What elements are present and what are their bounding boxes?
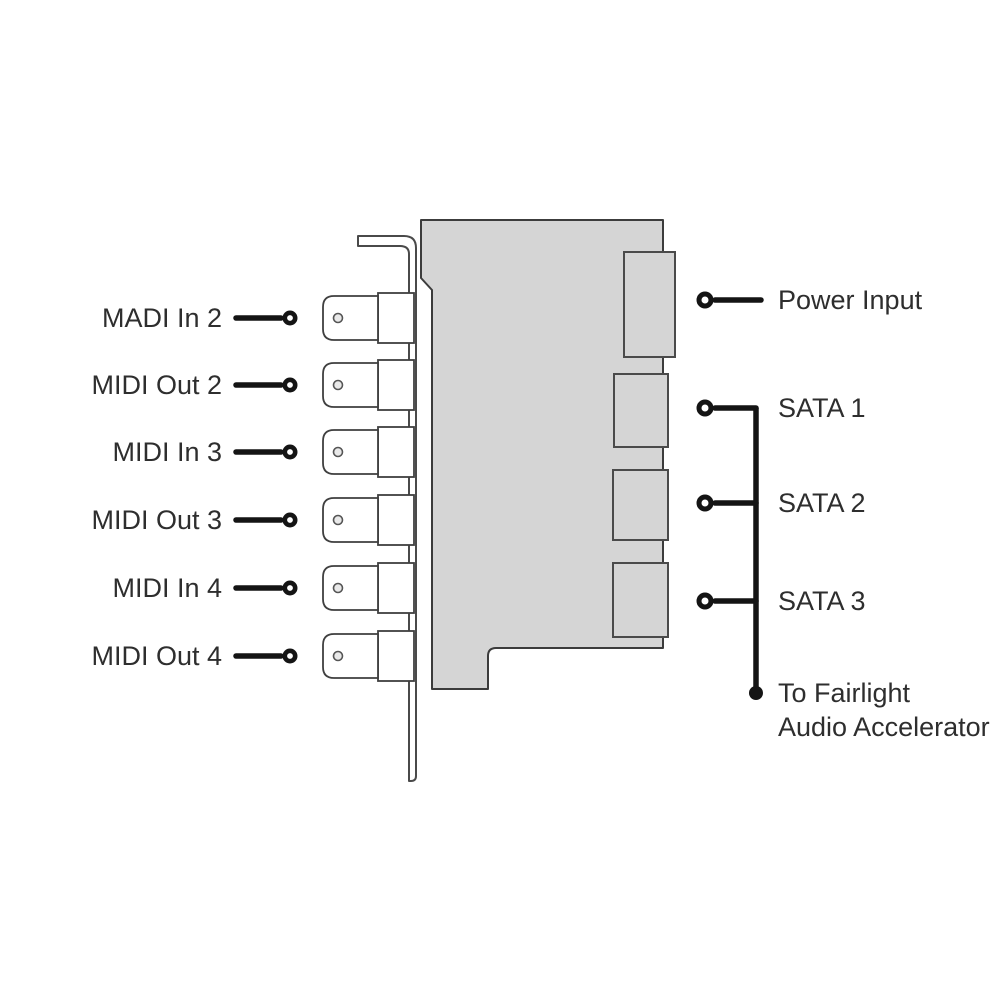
label-midi-out-2: MIDI Out 2: [91, 370, 222, 400]
bus-end-dot-icon: [749, 686, 763, 700]
callout-ring-icon: [696, 592, 714, 610]
sata-port-3: [612, 562, 669, 638]
bnc-connector-5: [322, 562, 415, 614]
label-midi-in-3: MIDI In 3: [112, 437, 222, 467]
bnc-connector-6: [322, 630, 415, 682]
callout-ring-icon: [282, 377, 298, 393]
right-labels: Power Input SATA 1 SATA 2 SATA 3 To Fair…: [778, 285, 990, 742]
bnc-pin-icon: [332, 650, 344, 662]
pcie-card-body: [420, 219, 664, 690]
bnc-connector-1: [322, 292, 415, 344]
callout-ring-icon: [282, 310, 298, 326]
label-fairlight-line2: Audio Accelerator: [778, 712, 990, 742]
callout-ring-icon: [696, 494, 714, 512]
label-midi-in-4: MIDI In 4: [112, 573, 222, 603]
label-midi-out-3: MIDI Out 3: [91, 505, 222, 535]
label-sata-1: SATA 1: [778, 393, 866, 423]
callout-ring-icon: [282, 648, 298, 664]
label-madi-in-2: MADI In 2: [102, 303, 222, 333]
power-port: [623, 251, 676, 358]
bnc-pin-icon: [332, 514, 344, 526]
callout-ring-icon: [282, 444, 298, 460]
left-labels: MADI In 2 MIDI Out 2 MIDI In 3 MIDI Out …: [91, 303, 222, 671]
right-callouts: [696, 291, 764, 700]
bnc-connector-4: [322, 494, 415, 546]
label-power-input: Power Input: [778, 285, 923, 315]
bnc-connector-2: [322, 359, 415, 411]
bnc-pin-icon: [332, 312, 344, 324]
bnc-connector-3: [322, 426, 415, 478]
callout-ring-icon: [696, 291, 714, 309]
callout-ring-icon: [282, 512, 298, 528]
bnc-pin-icon: [332, 582, 344, 594]
left-callouts: [233, 310, 298, 664]
bnc-pin-icon: [332, 379, 344, 391]
label-sata-2: SATA 2: [778, 488, 866, 518]
callout-ring-icon: [282, 580, 298, 596]
bnc-pin-icon: [332, 446, 344, 458]
sata-port-1: [613, 373, 669, 448]
callout-ring-icon: [696, 399, 714, 417]
sata-port-2: [612, 469, 669, 541]
label-sata-3: SATA 3: [778, 586, 866, 616]
label-fairlight-line1: To Fairlight: [778, 678, 911, 708]
mounting-bracket: [357, 235, 417, 782]
label-midi-out-4: MIDI Out 4: [91, 641, 222, 671]
